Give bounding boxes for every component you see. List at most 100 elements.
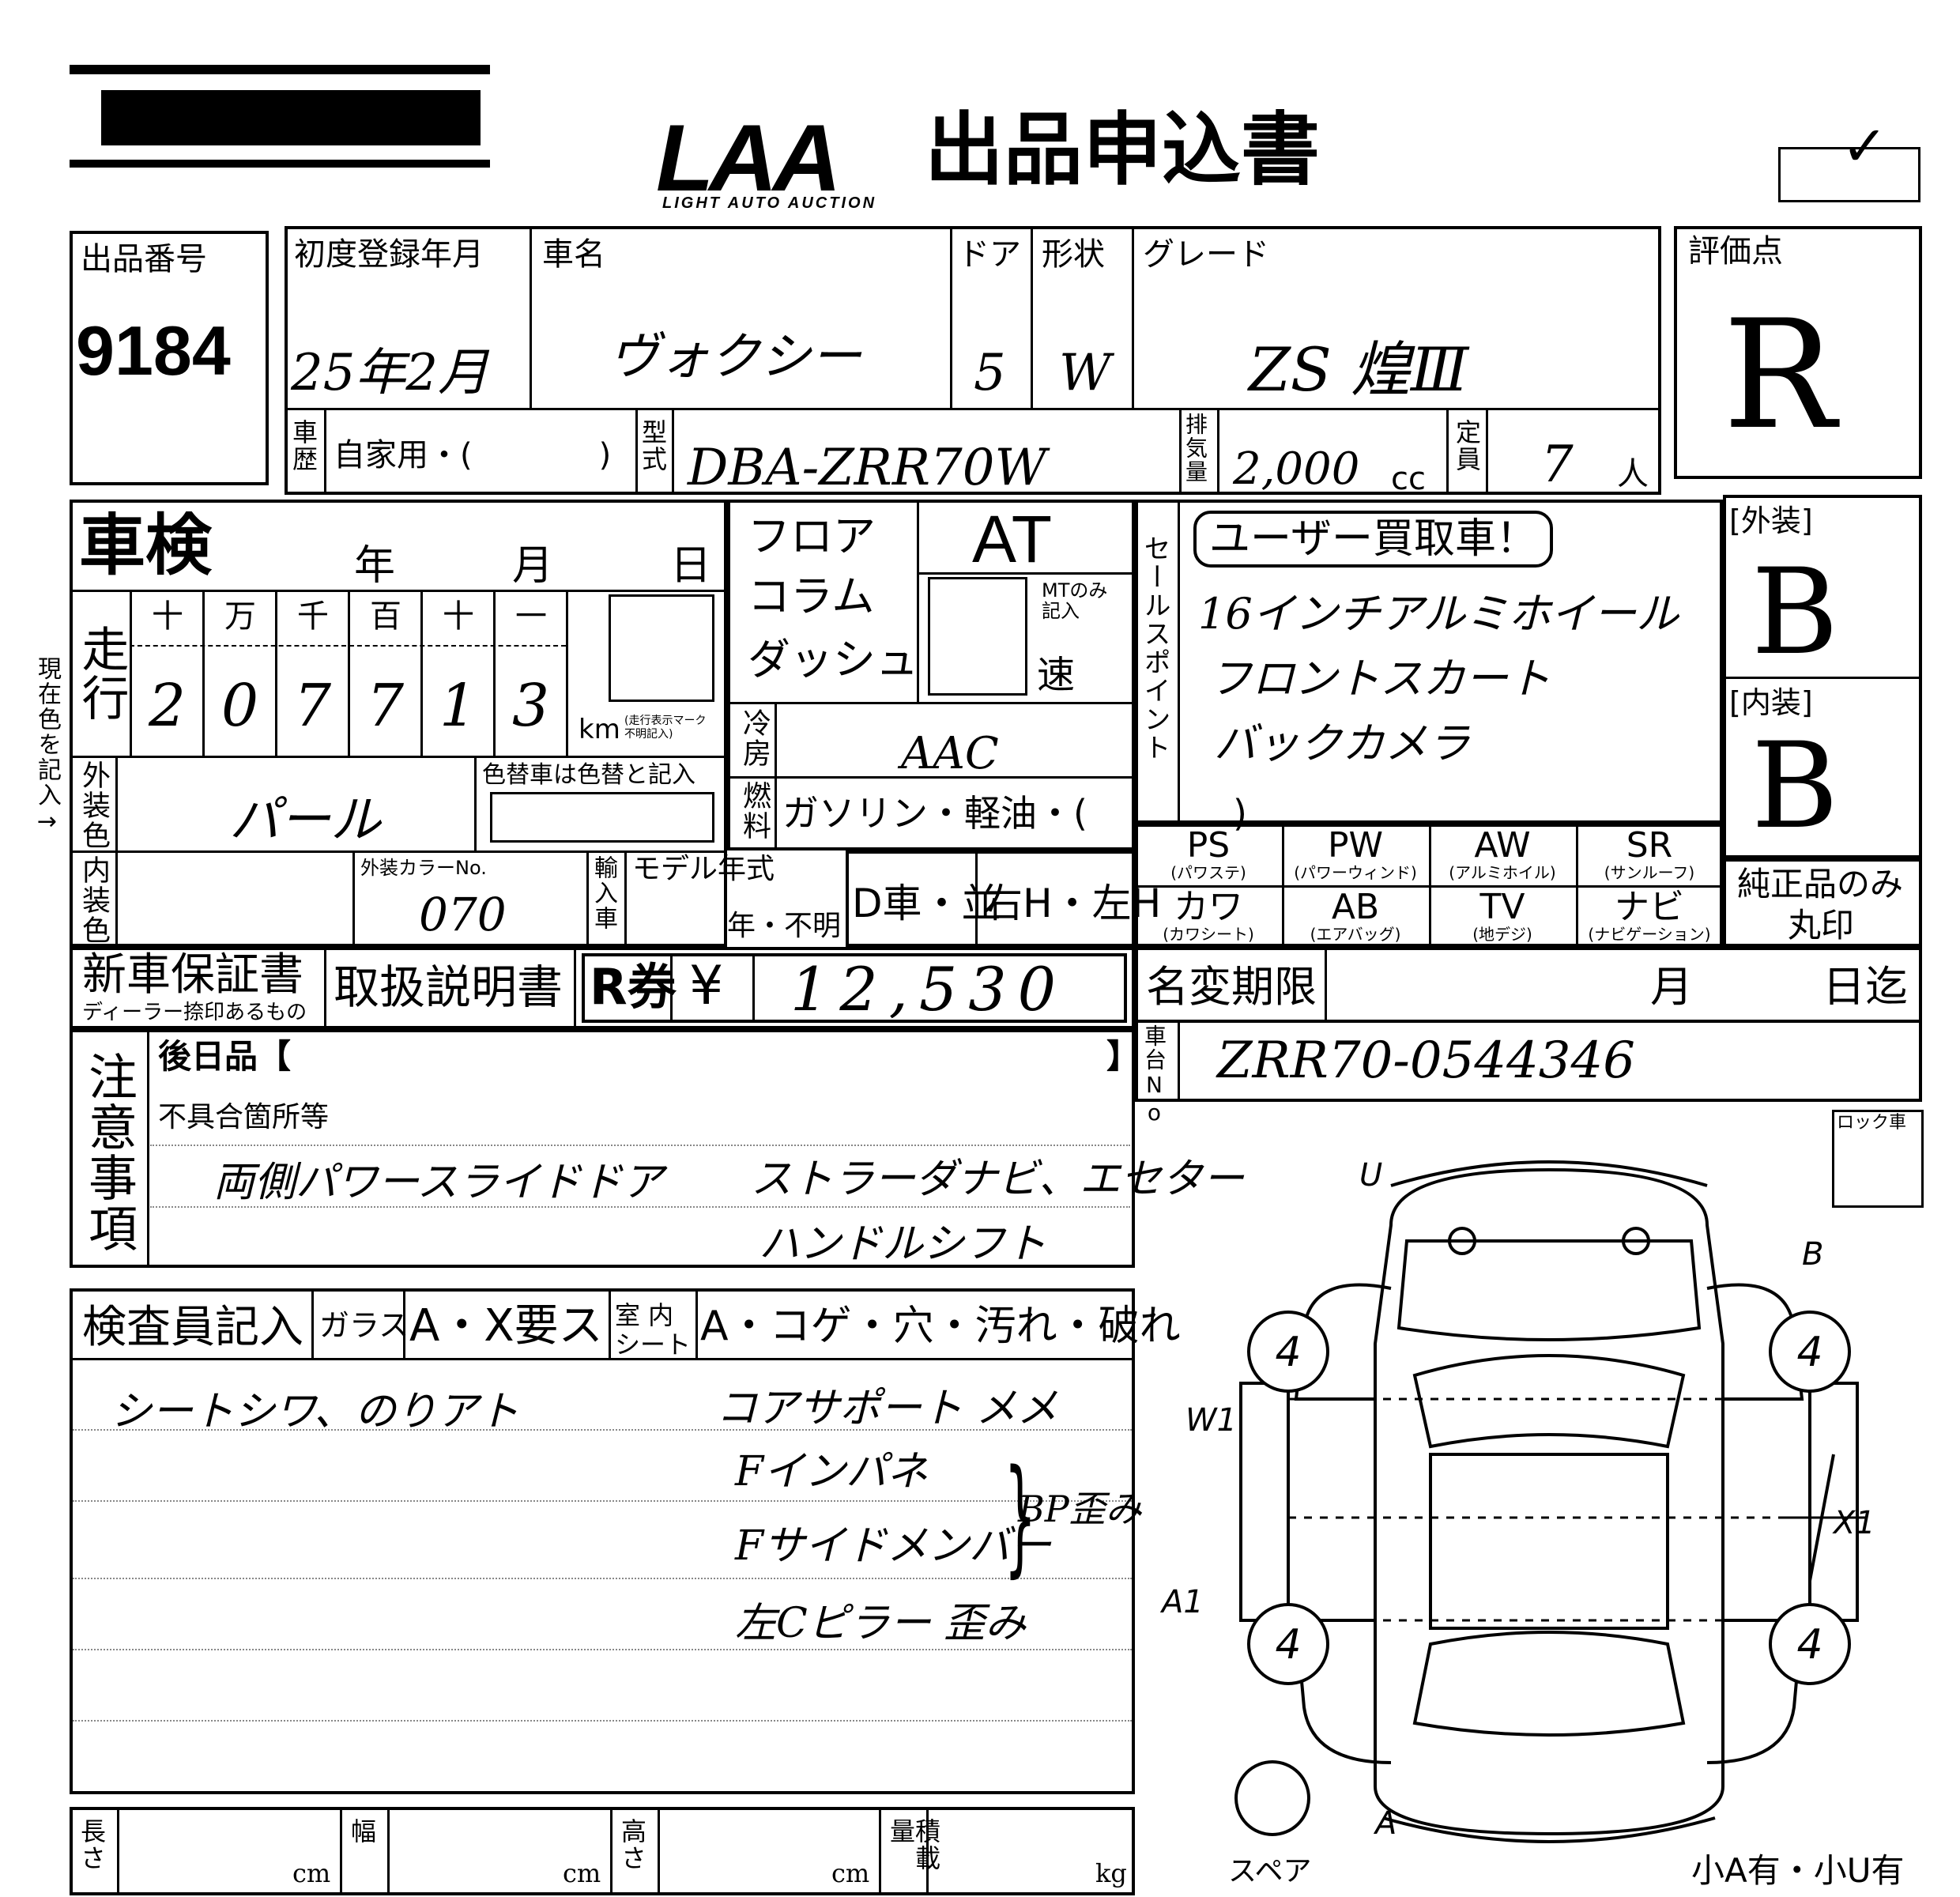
genuine-box — [1723, 858, 1922, 947]
dim-unit: cm — [831, 1858, 870, 1888]
mileage-mark-box[interactable] — [609, 594, 714, 702]
history-value: 自家用・( ) — [334, 437, 612, 473]
mileage-digit-label: 十 — [152, 598, 183, 635]
inspector-comment-left: シートシワ、のりアト — [111, 1388, 519, 1435]
dealer-value: D車・並 — [852, 881, 1001, 926]
option-code[interactable]: TV — [1479, 887, 1525, 927]
chassis-box — [1135, 1020, 1922, 1102]
int-color-label: 内装色 — [77, 855, 110, 945]
mileage-digit-label: 万 — [224, 598, 256, 635]
logo-subtitle: LIGHT AUTO AUCTION — [662, 194, 877, 212]
capacity-value: 7 — [1541, 436, 1574, 494]
sales-line-2: フロントスカート — [1209, 654, 1551, 703]
option-code[interactable]: PW — [1327, 825, 1384, 866]
speed-label: 速 — [1037, 653, 1076, 697]
option-code[interactable]: AW — [1474, 825, 1531, 866]
model-year-label: モデル年式 — [632, 853, 775, 885]
mileage-digit: 0 — [221, 672, 259, 740]
logo-text: LAA — [656, 105, 842, 211]
shift-floor: フロア — [748, 511, 876, 561]
ext-color-label: 外装色 — [77, 760, 110, 850]
mileage-digit-label: 千 — [297, 598, 329, 635]
mileage-digit: 2 — [149, 672, 187, 740]
history-label: 車歴 — [288, 419, 318, 473]
seat-opts: A・コゲ・穴・汚れ・破れ — [700, 1303, 1181, 1350]
option-code[interactable]: PS — [1186, 825, 1231, 866]
inspector-comment-1: コアサポート メメ — [716, 1385, 1058, 1432]
page-title: 出品申込書 — [925, 104, 1320, 196]
score-value: R — [1723, 288, 1837, 462]
lock-box[interactable] — [1832, 1110, 1924, 1208]
repaint-box[interactable] — [490, 792, 714, 843]
mileage-digit-label: 百 — [370, 598, 401, 635]
shape-label: 形状 — [1042, 236, 1105, 273]
option-sub: (地デジ) — [1472, 925, 1532, 944]
inspector-comment-3: Fサイドメンバー — [735, 1522, 1052, 1570]
sales-badge: ユーザー買取車！ — [1193, 511, 1553, 568]
car-diagram: 4 4 4 4 W1 A1 U B A X1 — [1159, 1157, 1875, 1843]
mt-speed-box[interactable] — [928, 577, 1027, 696]
check-box — [1778, 147, 1920, 202]
displacement-unit: cc — [1391, 461, 1426, 497]
sales-line-3: バックカメラ — [1214, 718, 1470, 768]
shaken-year: 年 — [354, 542, 396, 590]
docs-row — [70, 947, 1135, 1029]
shaken-label: 車検 — [79, 507, 213, 584]
mileage-digit: 3 — [512, 672, 550, 740]
color-no-label: 外装カラーNo. — [360, 857, 487, 879]
name-change-day: 日迄 — [1822, 962, 1908, 1012]
recycle-value: 12,530 — [790, 954, 1067, 1024]
car-name-value: ヴォクシー — [609, 328, 861, 387]
seat-label: 室 内シート — [615, 1300, 692, 1360]
mark-a: A — [1373, 1805, 1396, 1842]
chassis-value: ZRR70-0544346 — [1217, 1031, 1635, 1090]
model-code-label: 型式 — [638, 419, 668, 473]
car-name-label: 車名 — [542, 236, 605, 273]
lot-number: 9184 — [76, 311, 231, 390]
later-items-label: 後日品【 — [158, 1037, 292, 1076]
mileage-digit: 1 — [439, 672, 477, 740]
tire-fl: 4 — [1275, 1329, 1301, 1376]
inspector-box — [70, 1288, 1135, 1794]
redacted-stamp — [70, 65, 490, 180]
dealer-handle-box — [846, 850, 1135, 947]
genuine-line-2: 丸印 — [1788, 906, 1855, 945]
notes-line-2-right: ハンドルシフト — [759, 1220, 1047, 1268]
model-code-value: DBA-ZRR70W — [688, 439, 1047, 497]
door-label: ドア — [958, 236, 1021, 273]
option-code[interactable]: SR — [1626, 825, 1673, 866]
genuine-line-1: 純正品のみ — [1737, 865, 1904, 903]
lot-label: 出品番号 — [81, 241, 207, 277]
chassis-label: 車台No — [1141, 1024, 1167, 1127]
tire-fr: 4 — [1796, 1329, 1822, 1376]
dim-unit: cm — [563, 1858, 601, 1888]
option-code[interactable]: ナビ — [1615, 887, 1684, 927]
diagram-footnote: 小A有・小U有 — [1691, 1851, 1905, 1890]
shift-value: AT — [972, 502, 1053, 576]
ac-label: 冷房 — [738, 708, 771, 768]
mileage-digit: 7 — [294, 672, 332, 740]
shaken-day: 日 — [670, 542, 712, 590]
dimensions-box — [70, 1807, 1135, 1895]
option-sub: (カワシート) — [1163, 925, 1254, 944]
interior-grade-value: B — [1751, 718, 1839, 855]
shift-dash: ダッシュ — [748, 635, 918, 685]
glass-opts: A・X要ス — [409, 1300, 603, 1352]
defects-label: 不具合箇所等 — [158, 1101, 330, 1133]
tire-rl: 4 — [1275, 1621, 1301, 1669]
score-label: 評価点 — [1688, 233, 1783, 270]
check-mark: ✓ — [1841, 114, 1888, 179]
color-no-value: 070 — [419, 888, 507, 941]
ext-color-value: パール — [229, 791, 381, 850]
option-sub: (サンルーフ) — [1604, 863, 1695, 882]
dim-unit: kg — [1095, 1858, 1127, 1888]
notes-line-1-left: 両側パワースライドドア — [213, 1159, 664, 1206]
option-code[interactable]: AB — [1331, 887, 1380, 927]
option-code[interactable]: カワ — [1174, 887, 1243, 927]
shaken-month: 月 — [512, 542, 554, 590]
later-items-close: 】 — [1106, 1037, 1140, 1076]
door-value: 5 — [974, 344, 1006, 402]
shaken-block — [70, 500, 727, 947]
notes-line-1-right: ストラーダナビ、エセター — [751, 1156, 1245, 1203]
brace-note: BP歪み — [1018, 1488, 1142, 1530]
